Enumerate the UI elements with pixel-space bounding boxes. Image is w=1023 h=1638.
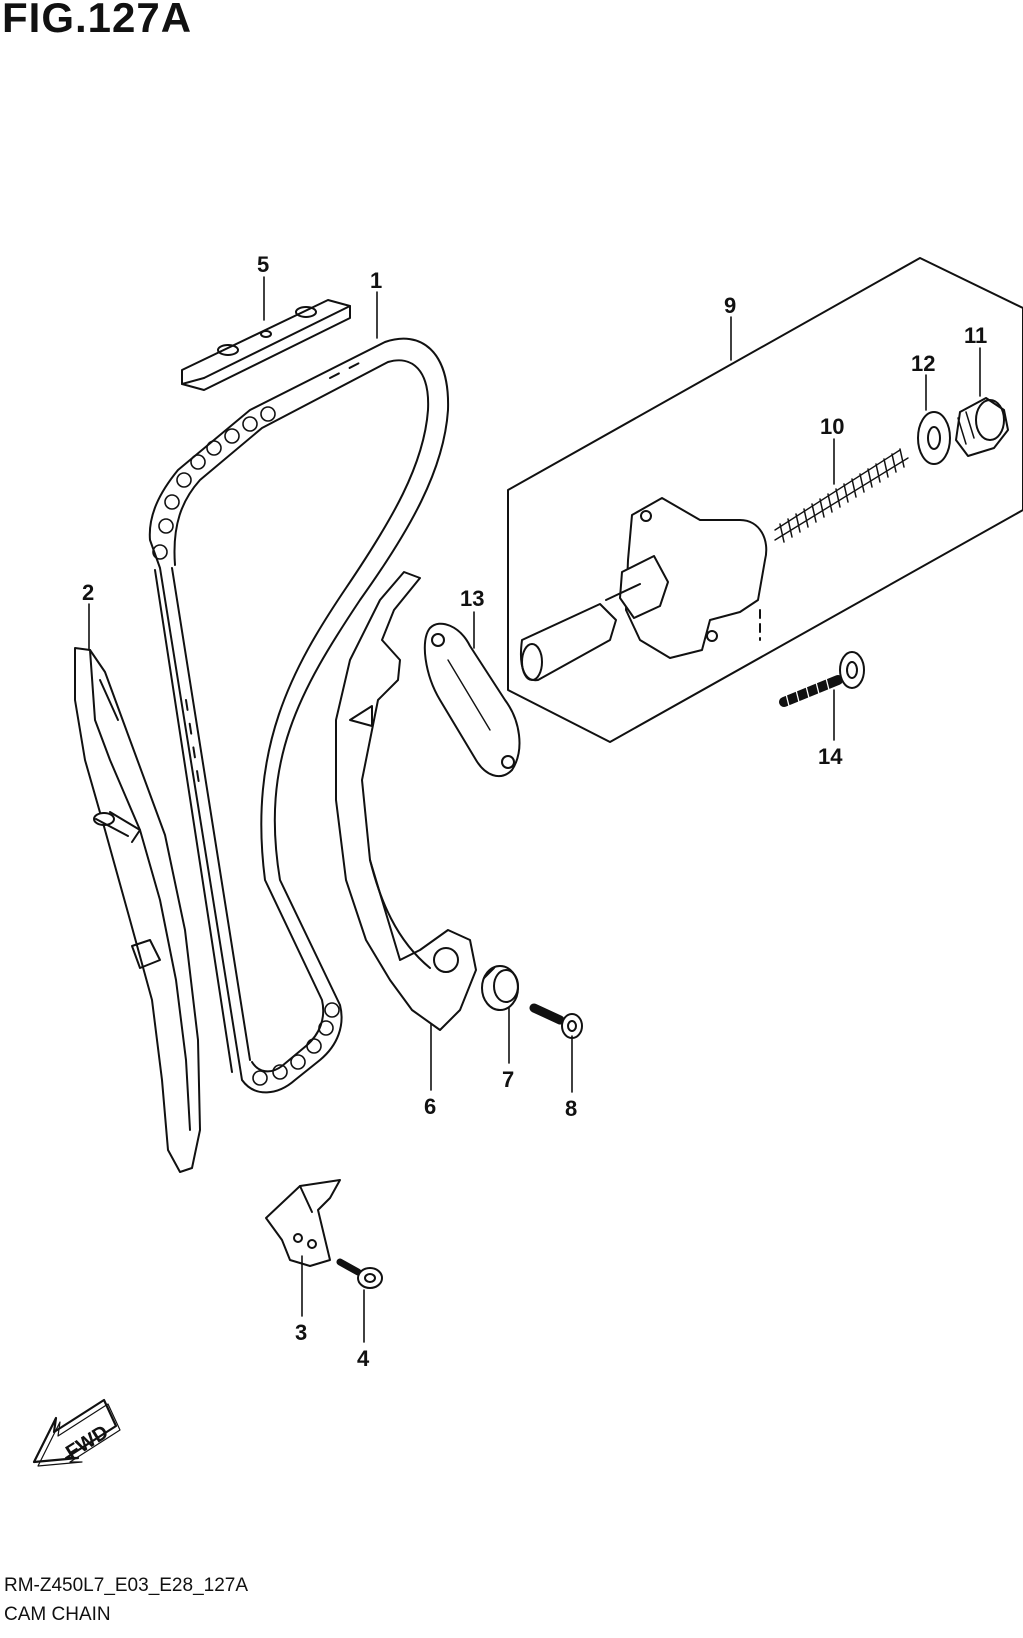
callout-2: 2 — [82, 580, 94, 605]
part-8-bolt — [529, 1003, 583, 1039]
callout-7: 7 — [502, 1067, 514, 1092]
callout-12: 12 — [911, 351, 935, 376]
part-14-bolt — [779, 651, 865, 711]
part-4-bolt — [336, 1258, 383, 1289]
figure-title: FIG.127A — [2, 0, 193, 41]
callout-9: 9 — [724, 293, 736, 318]
callout-1: 1 — [370, 268, 382, 293]
callout-3: 3 — [295, 1320, 307, 1345]
part-7-bushing — [481, 965, 519, 1011]
callout-8: 8 — [565, 1096, 577, 1121]
callout-13: 13 — [460, 586, 484, 611]
callout-11: 11 — [964, 323, 987, 348]
leader-lines — [88, 276, 981, 1343]
callout-6: 6 — [424, 1094, 436, 1119]
part-9-tensioner-assembly-box — [507, 257, 1023, 743]
part-2-chain-guide-left — [74, 647, 201, 1173]
part-10-spring — [774, 448, 909, 543]
part-13-gasket — [423, 622, 521, 778]
part-1-cam-chain — [148, 337, 450, 1094]
figure-name: CAM CHAIN — [4, 1604, 111, 1625]
callout-10: 10 — [820, 414, 844, 439]
part-11-cap-bolt — [955, 397, 1009, 457]
part-5-chain-guide-top — [181, 299, 351, 391]
callout-14: 14 — [818, 744, 843, 769]
figure-code: RM-Z450L7_E03_E28_127A — [4, 1575, 249, 1596]
callout-5: 5 — [257, 252, 269, 277]
part-6-tensioner-guide — [335, 571, 477, 1031]
part-12-washer — [917, 411, 951, 465]
part-3-guide-bracket — [265, 1179, 341, 1267]
fwd-direction-arrow — [32, 1398, 121, 1467]
callout-4: 4 — [357, 1346, 370, 1371]
